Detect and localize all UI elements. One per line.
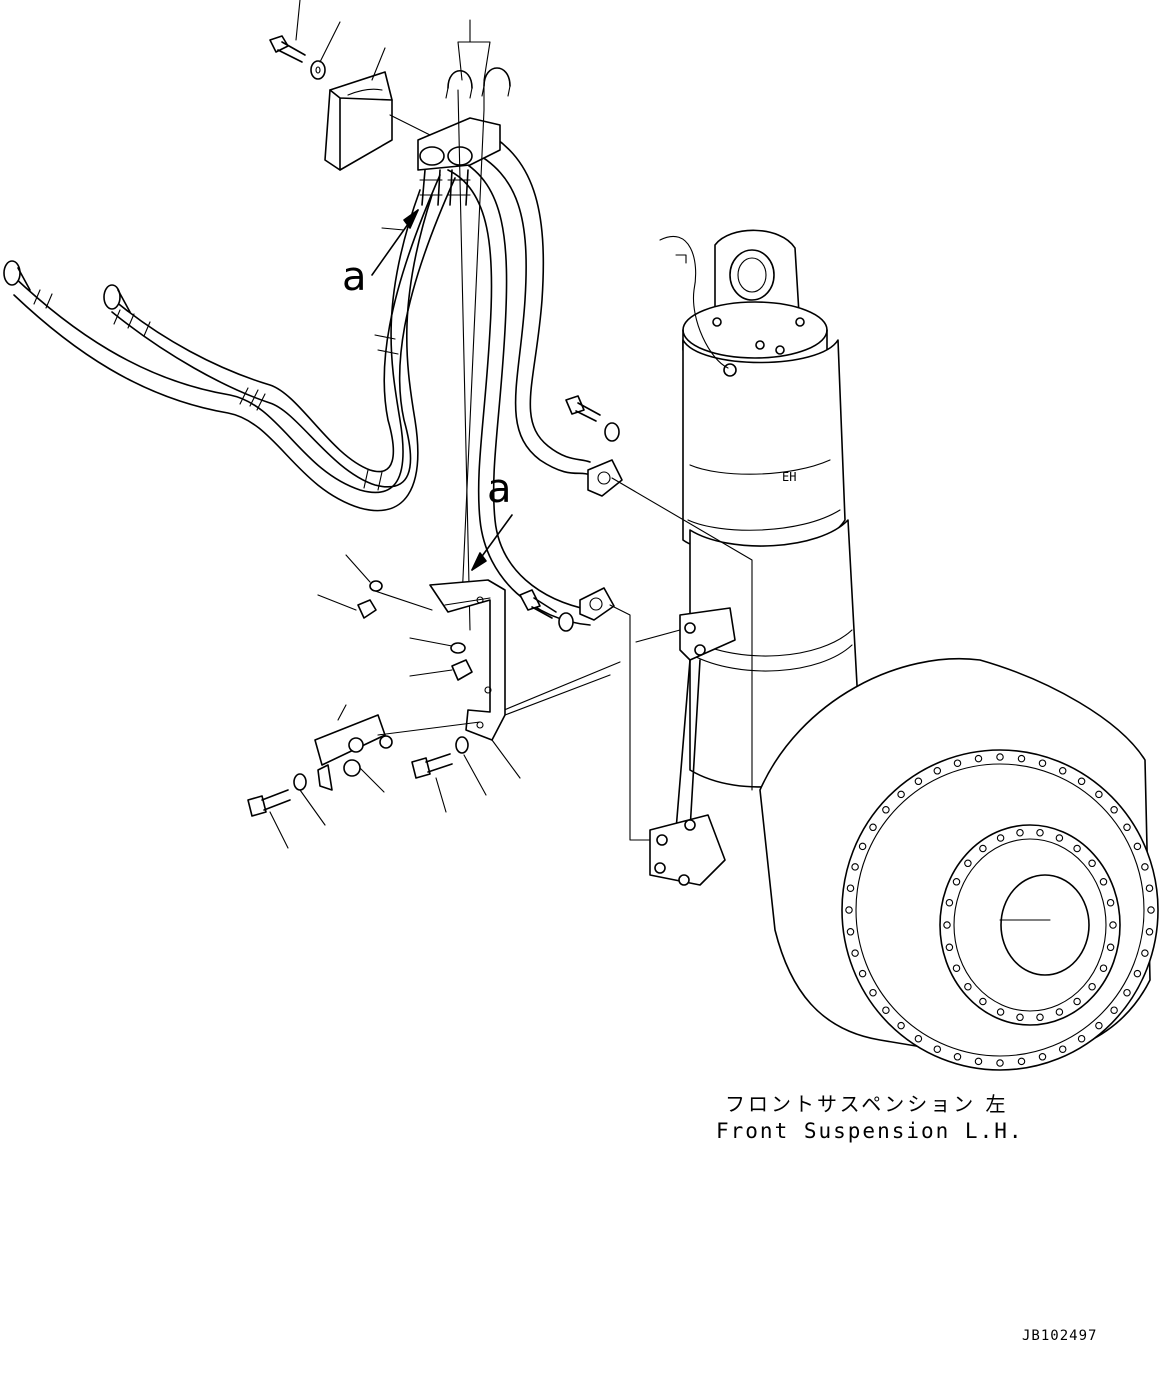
bolt-hole	[851, 863, 859, 871]
bolt-hole	[1073, 844, 1081, 853]
bolt-hole	[996, 1059, 1004, 1067]
bolt-hole	[1017, 1057, 1026, 1066]
bolt-hole	[1088, 982, 1096, 991]
valve-blocks	[479, 607, 736, 886]
wheel-bolt-holes-outer	[845, 753, 1155, 1067]
bolt-hole	[914, 777, 923, 786]
bolt-hole	[1016, 828, 1024, 837]
bottom-bolts	[247, 736, 487, 849]
bolt-hole	[851, 949, 859, 957]
bolt-hole	[1110, 806, 1118, 814]
bolt-hole	[1133, 969, 1142, 978]
bolt-hole	[1055, 834, 1064, 842]
bolt-hole	[1099, 878, 1108, 886]
caption-japanese: フロントサスペンション 左	[725, 1092, 1009, 1116]
bolt-hole	[974, 1057, 983, 1066]
bolt-hole	[1058, 1045, 1067, 1053]
bolt-hole	[1095, 790, 1103, 799]
ref-label-a-lower: a	[487, 466, 512, 512]
bolt-hole	[1036, 1013, 1044, 1022]
bolt-hole	[953, 1053, 962, 1061]
bolt-hole	[933, 767, 942, 775]
bolt-hole	[1016, 1013, 1024, 1022]
bolt-hole	[952, 964, 961, 972]
bolt-hole	[1038, 759, 1047, 767]
bolt-hole	[1123, 988, 1131, 997]
bolt-hole	[979, 844, 987, 853]
bolt-hole	[1145, 928, 1154, 936]
svg-text:EH: EH	[782, 470, 796, 484]
bolt-hole	[1106, 898, 1115, 907]
bolt-hole	[964, 859, 972, 868]
bolt-hole	[996, 834, 1005, 842]
bolt-hole	[1073, 997, 1081, 1006]
ref-label-a-upper: a	[342, 254, 367, 300]
bolt-hole	[1055, 1008, 1064, 1016]
wheel-hub-assembly	[759, 658, 1159, 1071]
bolt-hole	[953, 759, 962, 767]
bolt-hole	[1147, 906, 1155, 914]
bolt-hole	[1145, 884, 1154, 892]
bolt-hole	[952, 878, 961, 886]
caption-english: Front Suspension L.H.	[716, 1119, 1024, 1143]
wheel-bolt-holes-inner	[943, 828, 1117, 1022]
bolt-hole	[1110, 1006, 1118, 1014]
bolt-hole	[1017, 754, 1026, 763]
bolt-hole	[933, 1045, 942, 1053]
ref-label-group: a a	[342, 209, 513, 571]
flange-bolts	[519, 395, 620, 632]
bolt-hole	[869, 988, 877, 997]
bolt-hole	[964, 982, 972, 991]
bolt-hole	[846, 884, 855, 892]
bolt-hole	[897, 1021, 905, 1030]
bolt-hole	[996, 753, 1004, 761]
long-hose-pair	[3, 174, 456, 512]
bolt-hole	[1123, 823, 1131, 832]
bolt-hole	[914, 1034, 923, 1043]
bolt-hole	[869, 823, 877, 832]
bolt-hole	[1106, 943, 1115, 952]
bolt-hole	[858, 842, 867, 851]
bolt-hole	[979, 997, 987, 1006]
bolt-hole	[846, 928, 855, 936]
fasteners-left	[317, 554, 473, 681]
bolt-hole	[1088, 859, 1096, 868]
bolt-hole	[845, 906, 853, 914]
leader-lines	[295, 0, 491, 631]
drawing-code: JB102497	[1022, 1328, 1097, 1344]
bolt-hole	[1141, 949, 1149, 957]
bolt-hole	[1058, 767, 1067, 775]
bolt-hole	[1038, 1053, 1047, 1061]
bolt-hole	[945, 898, 954, 907]
bolt-hole	[945, 943, 954, 952]
bolt-hole	[1133, 842, 1142, 851]
bolt-hole	[996, 1008, 1005, 1016]
bolt-hole	[897, 790, 905, 799]
u-bolt-clamps	[445, 67, 511, 99]
bolt-hole	[1109, 921, 1117, 929]
bolt-hole	[1099, 964, 1108, 972]
bolt-hole	[1077, 777, 1086, 786]
bolt-hole	[858, 969, 867, 978]
bolt-hole	[974, 754, 983, 763]
bolt-hole	[1036, 828, 1044, 837]
bolt-hole	[943, 921, 951, 929]
bolt-hole	[882, 1006, 890, 1014]
bolt-hole	[882, 806, 890, 814]
clamp-assembly	[314, 704, 481, 793]
bolt-hole	[1077, 1034, 1086, 1043]
hose-flanges	[579, 459, 753, 841]
top-bolt	[269, 35, 326, 80]
bolt-hole	[1141, 863, 1149, 871]
vertical-hose-pair	[447, 127, 591, 626]
mounting-bracket	[371, 579, 611, 779]
bolt-hole	[1095, 1021, 1103, 1030]
cover-plate	[324, 71, 393, 171]
